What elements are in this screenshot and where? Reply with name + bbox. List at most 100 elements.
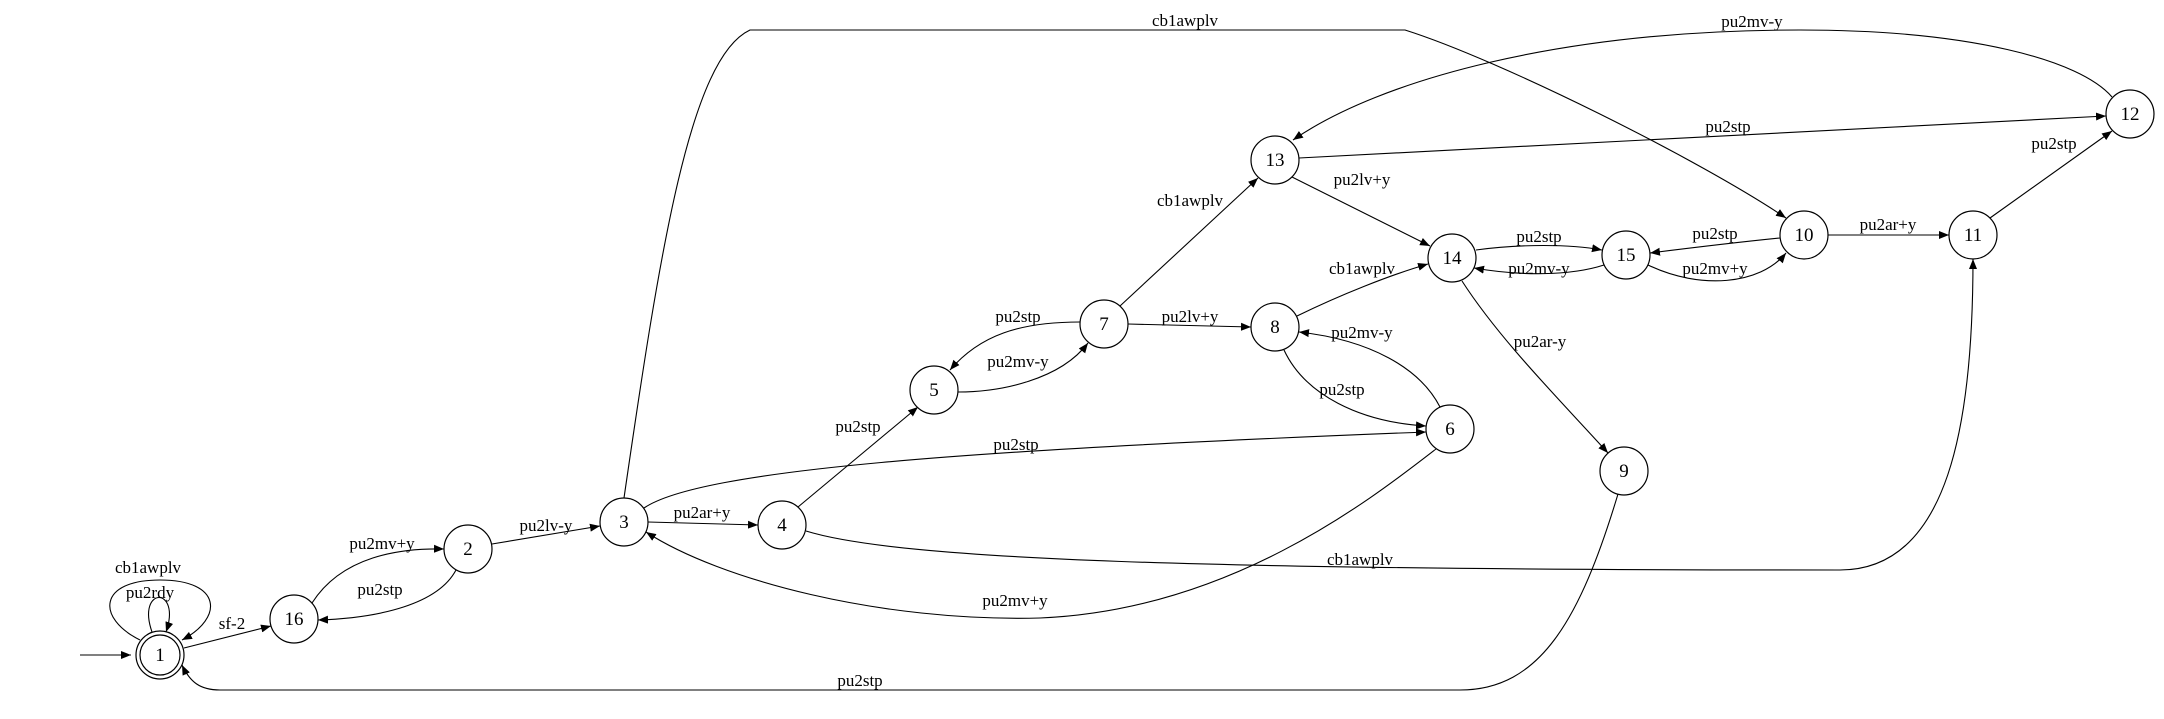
transition-label-7-to-5: pu2stp — [995, 307, 1040, 326]
state-label-15: 15 — [1617, 245, 1636, 266]
state-label-2: 2 — [463, 539, 473, 560]
state-label-14: 14 — [1443, 248, 1463, 269]
transition-arrow-11-to-12 — [1989, 130, 2113, 219]
state-label-12: 12 — [2121, 104, 2140, 125]
state-label-11: 11 — [1964, 225, 1982, 246]
transition-label-1-to-16: sf-2 — [219, 614, 245, 633]
transition-arrow-7-to-5 — [949, 321, 1081, 371]
transition-label-3-to-10: cb1awplv — [1152, 11, 1219, 30]
transition-arrow-10-to-15 — [1649, 237, 1781, 256]
state-14: 14 — [1427, 233, 1477, 283]
transition-label-8-to-14: cb1awplv — [1329, 259, 1396, 278]
transition-label-3-to-4: pu2ar+y — [674, 503, 731, 522]
transition-label-14-to-9: pu2ar-y — [1514, 332, 1567, 351]
transition-label-6-to-8: pu2mv-y — [1331, 323, 1393, 342]
transition-label-15-to-14: pu2mv-y — [1508, 259, 1570, 278]
transition-arrow-2-to-3 — [491, 523, 601, 545]
state-label-7: 7 — [1099, 314, 1109, 335]
state-15: 15 — [1601, 230, 1651, 280]
state-label-8: 8 — [1270, 317, 1280, 338]
transition-arrow-3-to-4 — [647, 520, 759, 529]
transition-arrow-1-to-1 — [109, 579, 212, 641]
state-circle-2 — [443, 524, 493, 574]
state-circle-5 — [909, 365, 959, 415]
transition-arrow-6-to-3 — [645, 448, 1437, 619]
state-4: 4 — [757, 500, 807, 550]
transition-arrow-12-to-13 — [1292, 29, 2113, 141]
transition-label-13-to-14: pu2lv+y — [1334, 170, 1391, 189]
transition-label-13-to-12: pu2stp — [1705, 117, 1750, 136]
transition-arrow-1-to-1 — [148, 596, 174, 633]
state-8: 8 — [1250, 302, 1300, 352]
state-1: 1 — [135, 630, 185, 680]
transition-label-7-to-8: pu2lv+y — [1162, 307, 1219, 326]
transition-arrow-13-to-12 — [1298, 112, 2107, 159]
state-circle-4 — [757, 500, 807, 550]
transition-arrow-6-to-8 — [1298, 329, 1441, 408]
transition-label-3-to-6: pu2stp — [993, 435, 1038, 454]
transition-label-12-to-13: pu2mv-y — [1721, 12, 1783, 31]
transition-arrow-8-to-6 — [1283, 349, 1427, 430]
transition-label-4-to-5: pu2stp — [835, 417, 880, 436]
state-circle-8 — [1250, 302, 1300, 352]
state-circle-6 — [1425, 404, 1475, 454]
transitions-layer — [80, 29, 2113, 691]
state-label-9: 9 — [1619, 461, 1629, 482]
transition-arrow-2-to-16 — [317, 569, 457, 624]
transition-arrow-3-to-10 — [623, 29, 1787, 499]
transition-arrow-13-to-14 — [1291, 176, 1431, 247]
state-circle-13 — [1250, 135, 1300, 185]
state-11: 11 — [1948, 210, 1998, 260]
transition-arrow-1-to-16 — [183, 624, 272, 649]
state-label-5: 5 — [929, 380, 939, 401]
transition-label-10-to-11: pu2ar+y — [1860, 215, 1917, 234]
transition-arrow-15-to-14 — [1473, 264, 1605, 275]
transition-arrow-14-to-15 — [1475, 244, 1603, 253]
transition-label-2-to-16: pu2stp — [357, 580, 402, 599]
state-6: 6 — [1425, 404, 1475, 454]
transition-arrow-8-to-14 — [1296, 262, 1429, 317]
transition-label-4-to-11: cb1awplv — [1327, 550, 1394, 569]
transition-label-9-to-1: pu2stp — [837, 671, 882, 690]
state-circle-16 — [269, 594, 319, 644]
transition-arrow-3-to-6 — [643, 428, 1427, 509]
state-label-6: 6 — [1445, 419, 1455, 440]
transition-label-8-to-6: pu2stp — [1319, 380, 1364, 399]
state-3: 3 — [599, 497, 649, 547]
state-13: 13 — [1250, 135, 1300, 185]
transition-arrow-4-to-11 — [805, 258, 1977, 571]
transition-label-2-to-3: pu2lv-y — [520, 516, 573, 535]
transition-label-15-to-10: pu2mv+y — [1682, 259, 1748, 278]
transition-arrow-5-to-7 — [957, 342, 1089, 393]
state-circle-15 — [1601, 230, 1651, 280]
transition-label-11-to-12: pu2stp — [2031, 134, 2076, 153]
state-label-10: 10 — [1795, 225, 1814, 246]
transition-arrow-7-to-8 — [1127, 322, 1252, 331]
state-label-16: 16 — [285, 609, 304, 630]
state-circle-10 — [1779, 210, 1829, 260]
transition-label-7-to-13: cb1awplv — [1157, 191, 1224, 210]
state-circle-12 — [2105, 89, 2155, 139]
state-label-1: 1 — [155, 645, 165, 666]
accepting-ring-1 — [139, 634, 181, 676]
state-5: 5 — [909, 365, 959, 415]
transition-label-5-to-7: pu2mv-y — [987, 352, 1049, 371]
transition-arrow-9-to-1 — [181, 493, 1619, 691]
transition-label-16-to-2: pu2mv+y — [349, 534, 415, 553]
state-circle-7 — [1079, 299, 1129, 349]
state-circle-3 — [599, 497, 649, 547]
state-12: 12 — [2105, 89, 2155, 139]
transition-label-14-to-15: pu2stp — [1516, 227, 1561, 246]
transition-arrow-14-to-9 — [1461, 280, 1609, 454]
transition-arrow-15-to-10 — [1647, 252, 1787, 282]
state-label-4: 4 — [777, 515, 787, 536]
transition-arrow-16-to-2 — [311, 544, 445, 604]
state-2: 2 — [443, 524, 493, 574]
state-circle-11 — [1948, 210, 1998, 260]
transition-label-10-to-15: pu2stp — [1692, 224, 1737, 243]
transition-arrow-4-to-5 — [797, 406, 919, 508]
state-9: 9 — [1599, 446, 1649, 496]
state-10: 10 — [1779, 210, 1829, 260]
state-label-3: 3 — [619, 512, 629, 533]
